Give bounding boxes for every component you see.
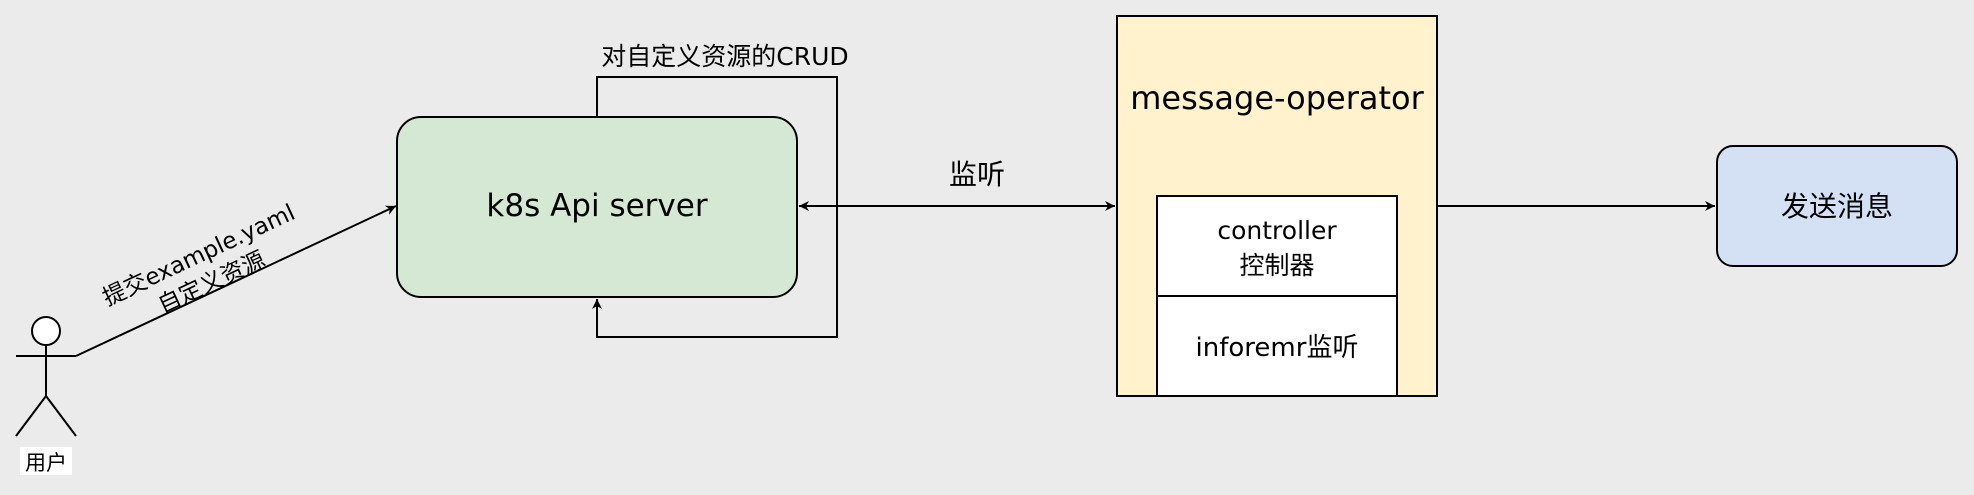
user-label: 用户 <box>25 451 67 475</box>
submit-label: 提交example.yaml 自定义资源 <box>99 200 299 319</box>
controller-label-line1: controller <box>1217 216 1337 245</box>
api-server-label: k8s Api server <box>486 188 707 224</box>
submit-arrow <box>75 205 397 357</box>
watch-label: 监听 <box>949 158 1005 191</box>
send-message-box <box>1716 145 1958 267</box>
informer-label: inforemr监听 <box>1196 333 1359 363</box>
controller-box <box>1156 195 1398 297</box>
crud-label: 对自定义资源的CRUD <box>601 42 848 71</box>
informer-box <box>1156 295 1398 397</box>
user-label-bg <box>20 447 72 475</box>
controller-label-line2: 控制器 <box>1239 251 1314 280</box>
operator-title: message-operator <box>1130 79 1424 117</box>
send-message-label: 发送消息 <box>1781 190 1893 223</box>
user-actor-icon <box>15 316 77 437</box>
